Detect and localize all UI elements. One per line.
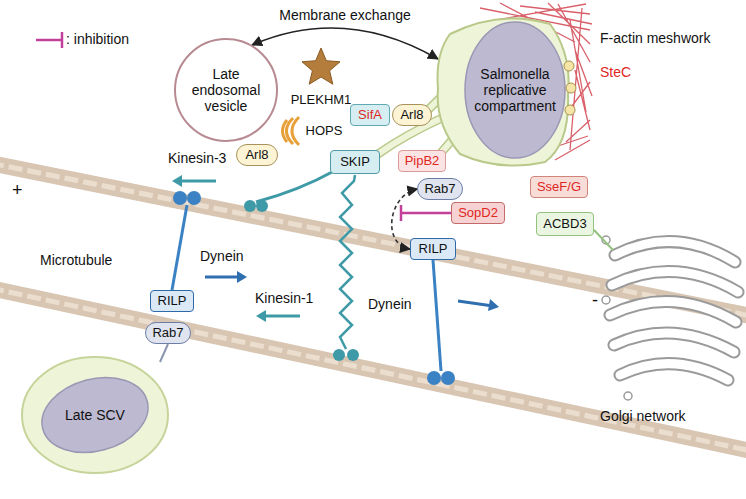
motor-label: Kinesin-3 [168, 150, 226, 166]
edge-label: Membrane exchange [276, 7, 414, 23]
rilp-box: RILP [150, 290, 194, 312]
shape-part [302, 48, 340, 84]
node-text: PipB2 [405, 154, 440, 169]
arl8-pill: Arl8 [236, 144, 278, 166]
kinesin-1 [262, 315, 300, 318]
shape-part [565, 105, 575, 115]
node-text: RILP [158, 294, 187, 309]
dynein-motor [237, 271, 247, 283]
node-text: Rab7 [152, 326, 183, 341]
node-text: SseF/G [537, 180, 581, 195]
golgi-network [610, 242, 738, 380]
microtubule [0, 163, 746, 452]
node-text: SopD2 [458, 206, 498, 221]
acbd3-box: ACBD3 [536, 212, 594, 236]
kinesin-1 [333, 349, 345, 361]
node-text: SKIP [340, 155, 370, 170]
effector-box: SopD2 [451, 202, 505, 224]
kinesin-3 [244, 200, 256, 212]
effector-box: SseF/G [530, 176, 588, 198]
node-text: Salmonella replicative compartment [465, 66, 565, 114]
hops-complex: HOPS [277, 114, 350, 148]
dynein-motor [488, 299, 499, 311]
kinesin-1 [256, 310, 266, 322]
dynein-motor [441, 371, 455, 385]
kinesin-1 [340, 175, 355, 349]
kinesin-3 [256, 200, 268, 212]
late-scv: Late SCV [20, 355, 170, 475]
kinesin-1 [347, 349, 359, 361]
node-text: Arl8 [400, 108, 423, 123]
node-text: ACBD3 [543, 217, 586, 232]
shape-part [564, 61, 574, 71]
polarity-sign: - [592, 290, 598, 311]
shape-part [22, 357, 168, 473]
inhibition-symbol [61, 32, 64, 48]
structure-label: F-actin meshwork [600, 30, 710, 46]
kinesin-3 [178, 180, 216, 183]
microtubule [0, 163, 746, 317]
kinesin-3 [172, 175, 182, 187]
vesicle-circle: Late endosomal vesicle [174, 38, 278, 142]
rab7-pill: Rab7 [417, 178, 462, 200]
structure-label: Microtubule [40, 252, 112, 268]
dynein-motor [173, 191, 187, 205]
node-text: RILP [419, 242, 448, 257]
node-text: Rab7 [424, 182, 455, 197]
shape-part [438, 18, 569, 165]
motor-label: Kinesin-1 [255, 290, 313, 306]
golgi-network [602, 236, 738, 400]
replicative-compartment: Salmonella replicative compartment [430, 14, 570, 166]
dynein-motor [172, 205, 187, 290]
legend-text: : inhibition [66, 31, 129, 47]
rab7-link [160, 344, 168, 362]
shape-part [282, 117, 299, 145]
dynein-motor [458, 301, 493, 306]
effector-box: PipB2 [398, 150, 447, 172]
structure-label: Golgi network [600, 408, 686, 424]
inhibition-symbol [401, 212, 452, 215]
dynein-motor [187, 191, 201, 205]
acbd3-link [594, 230, 613, 250]
rilp-box: RILP [410, 238, 456, 260]
shape-part [465, 22, 565, 158]
polarity-sign: + [12, 180, 23, 201]
node-text: HOPS [284, 124, 343, 139]
effector-label: SteC [600, 64, 631, 80]
effector-box: SifA [350, 104, 390, 126]
inhibition-symbol [36, 32, 452, 221]
rab7-pill: Rab7 [145, 322, 190, 344]
dynein-motor [433, 260, 441, 371]
inhibition-symbol [36, 39, 62, 42]
golgi-network [602, 296, 610, 304]
node-text: Late endosomal vesicle [186, 66, 266, 114]
dynein-motor [427, 371, 441, 385]
dynein-motor [205, 276, 241, 279]
connector [252, 28, 438, 59]
microtubule [0, 163, 746, 317]
kinesin-3 [256, 171, 334, 202]
kinesin-1 [256, 175, 359, 361]
skip-box: SKIP [330, 150, 380, 174]
golgi-network [610, 242, 738, 380]
node-text: SifA [358, 108, 382, 123]
shape-part [34, 366, 157, 463]
node-text: PLEKHM1 [291, 93, 352, 108]
motor-label: Dynein [200, 248, 244, 264]
arl8-pill: Arl8 [392, 104, 432, 126]
dynein-motor [172, 191, 499, 385]
node-text: Late SCV [65, 407, 125, 423]
kinesin-3 [172, 171, 334, 212]
shape-part [566, 83, 576, 93]
node-text: Arl8 [245, 148, 268, 163]
golgi-network [624, 392, 632, 400]
plekhm1-star: PLEKHM1 [285, 48, 357, 108]
motor-label: Dynein [368, 296, 412, 312]
inhibition-symbol [400, 205, 403, 221]
